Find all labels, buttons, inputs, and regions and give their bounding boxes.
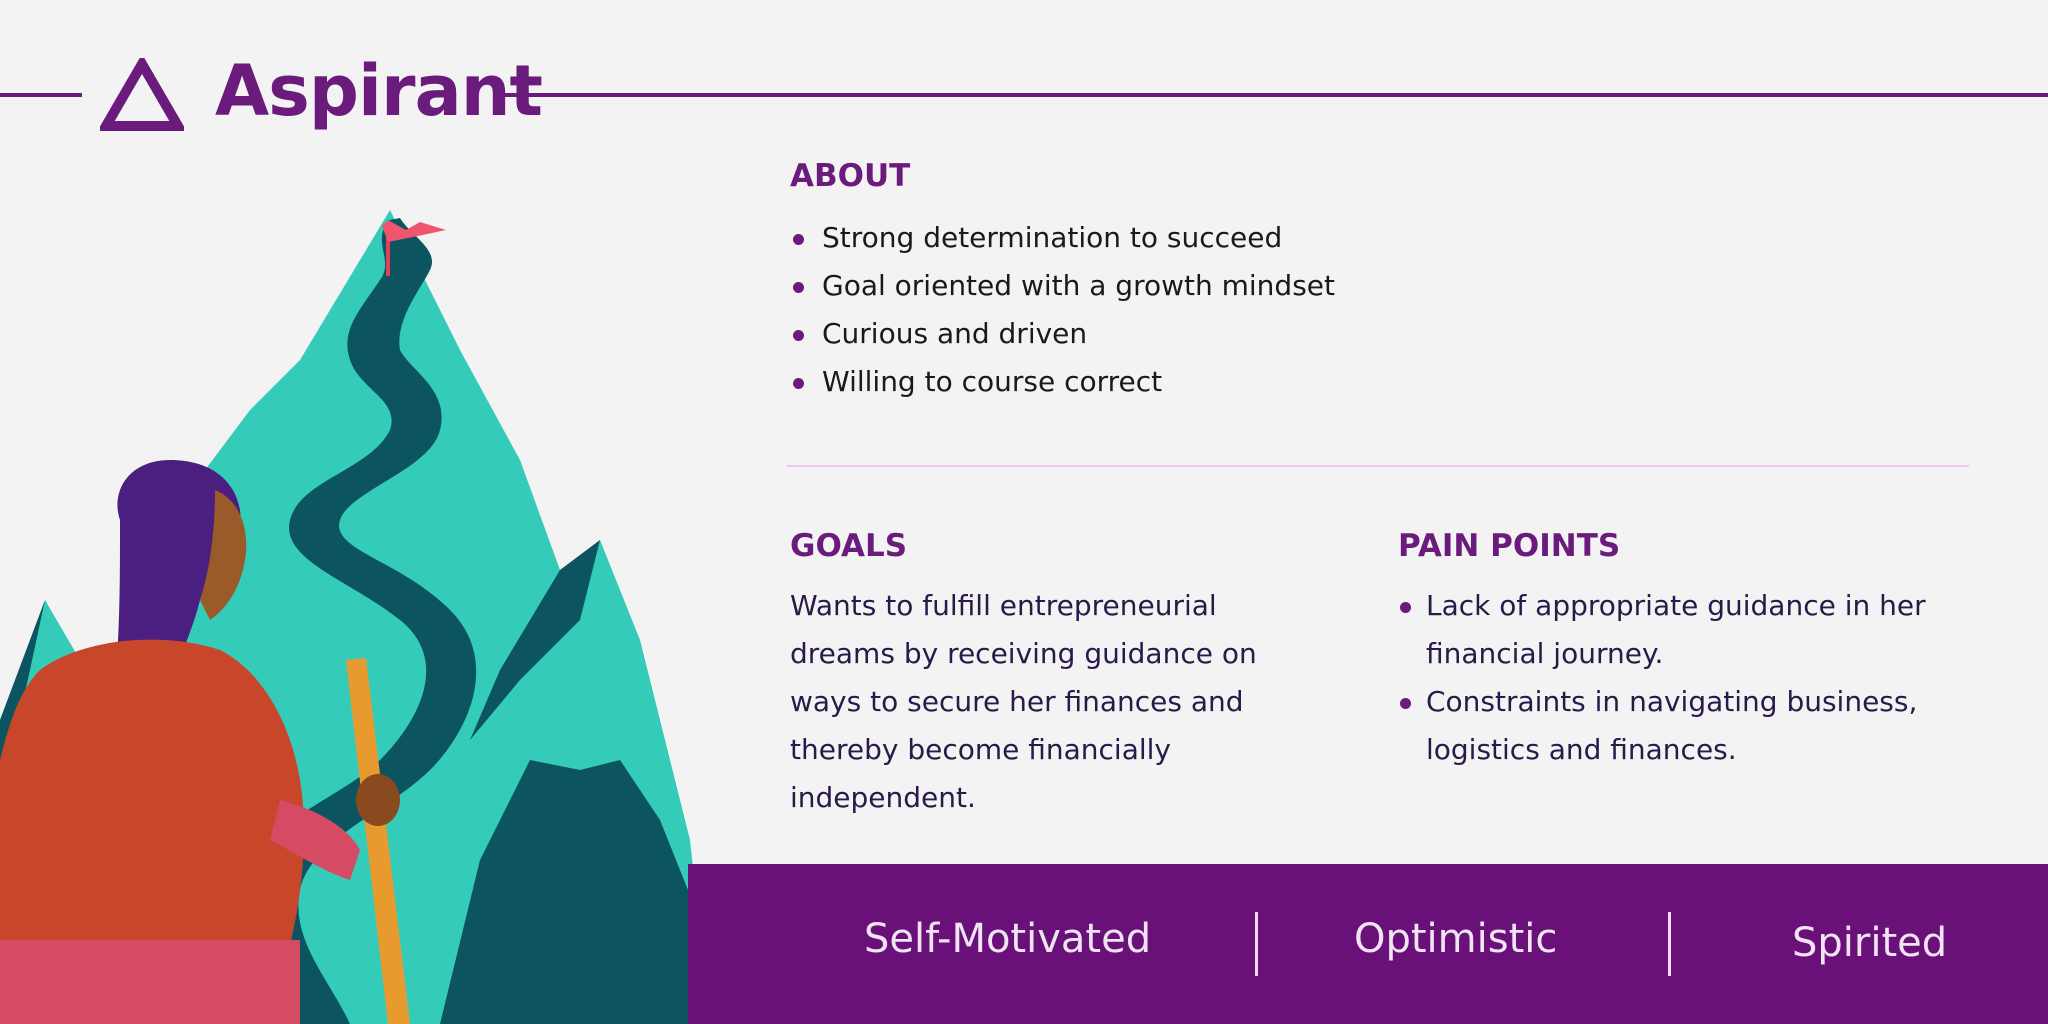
trait-separator [1668,912,1671,976]
bullet-icon [793,330,804,341]
page-title: Aspirant [215,50,543,132]
bullet-icon [1400,602,1411,613]
trait-self-motivated: Self-Motivated [864,916,1152,962]
section-divider [787,465,1969,467]
trait-spirited: Spirited [1792,920,1948,966]
trait-separator [1255,912,1258,976]
header-rule-right [505,93,2048,97]
about-list: Strong determination to succeed Goal ori… [790,214,1335,406]
list-item: Willing to course correct [790,358,1335,406]
list-item: Lack of appropriate guidance in her fina… [1398,582,1958,678]
header-rule-left [0,93,82,97]
pain-points-heading: PAIN POINTS [1398,528,1621,564]
goals-heading: GOALS [790,528,908,564]
mountain-illustration [0,210,720,1024]
pain-points-list: Lack of appropriate guidance in her fina… [1398,582,1958,774]
list-item: Constraints in navigating business, logi… [1398,678,1958,774]
bullet-icon [793,378,804,389]
list-item: Strong determination to succeed [790,214,1335,262]
about-heading: ABOUT [790,158,911,194]
goals-text: Wants to fulfill entrepreneurial dreams … [790,589,1257,814]
bullet-icon [793,282,804,293]
triangle-icon [100,58,184,131]
list-item: Curious and driven [790,310,1335,358]
bullet-icon [793,234,804,245]
traits-bar: Self-Motivated Optimistic Spirited [688,864,2048,1024]
trait-optimistic: Optimistic [1354,916,1558,962]
list-item: Goal oriented with a growth mindset [790,262,1335,310]
bullet-icon [1400,698,1411,709]
